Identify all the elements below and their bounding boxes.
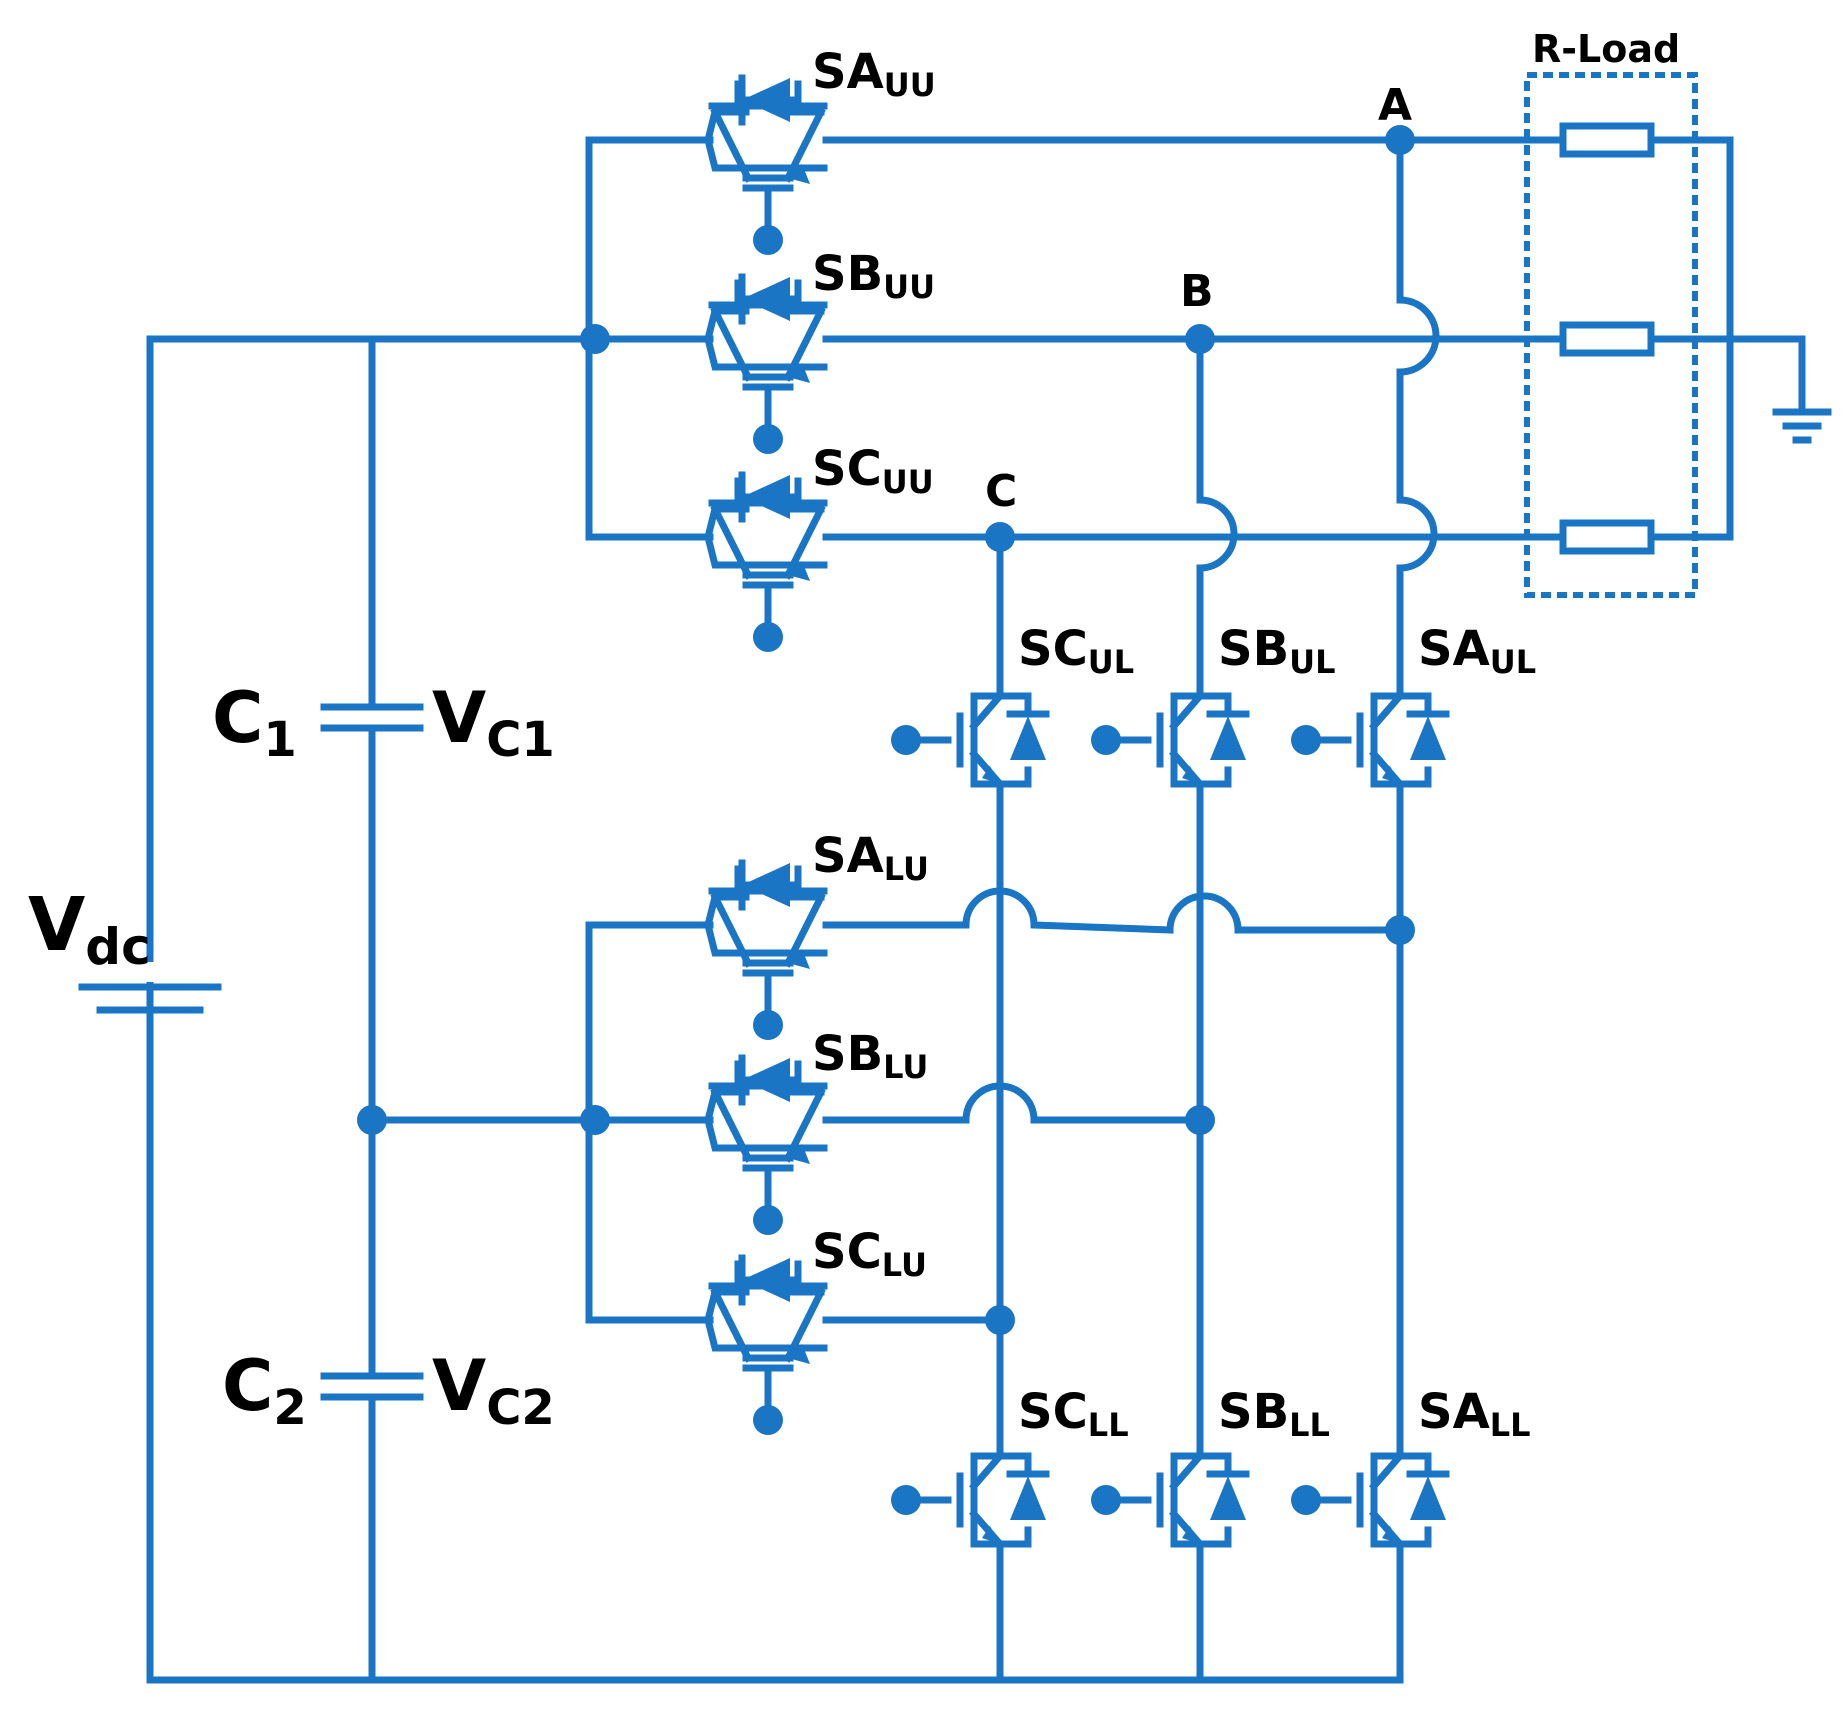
lower-branch-wiring: [368, 921, 714, 1324]
sa-uu-label: SAUU: [812, 44, 936, 104]
sb-lu-label: SBLU: [812, 1026, 928, 1086]
switch-sa-ul: [1291, 680, 1446, 800]
sc-lu-label: SCLU: [812, 1224, 927, 1284]
switch-sb-ll: [1091, 1440, 1246, 1560]
sb-ul-label: SBUL: [1218, 621, 1336, 681]
sc-uu-label: SCUU: [812, 441, 934, 501]
switch-sc-ul: [891, 680, 1046, 800]
sa-lu-label: SALU: [812, 828, 929, 888]
sa-ul-label: SAUL: [1418, 621, 1536, 681]
leg-b: [1185, 324, 1238, 1684]
leg-a: [1385, 125, 1440, 1684]
vc1-label: VC1: [432, 677, 555, 768]
upper-branch-wiring: [580, 136, 714, 541]
switch-sb-uu: [708, 277, 824, 454]
switch-sc-lu: [708, 1258, 824, 1435]
node-c-label: C: [985, 466, 1017, 517]
c1-label: C1: [212, 677, 297, 768]
switch-sa-lu: [708, 863, 824, 1040]
switch-sb-lu: [708, 1058, 824, 1235]
dc-source-vdc: [78, 962, 222, 1684]
sa-ll-label: SALL: [1418, 1384, 1531, 1444]
ground-icon: [1772, 335, 1832, 444]
switch-sa-ll: [1291, 1440, 1446, 1560]
sb-ll-label: SBLL: [1218, 1384, 1330, 1444]
r-load-label: R-Load: [1532, 27, 1680, 71]
capacitor-branch: [320, 335, 424, 1684]
sc-ul-label: SCUL: [1018, 621, 1134, 681]
vdc-label: Vdc: [28, 882, 151, 976]
sb-uu-label: SBUU: [812, 246, 935, 306]
sc-ll-label: SCLL: [1018, 1384, 1129, 1444]
c2-label: C2: [222, 1345, 307, 1436]
vc2-label: VC2: [432, 1345, 555, 1436]
switch-sc-ll: [891, 1440, 1046, 1560]
r-load: [1522, 72, 1806, 598]
switch-sc-uu: [708, 475, 824, 652]
node-a-label: A: [1378, 80, 1412, 131]
leg-c: [985, 522, 1015, 1684]
switch-sb-ul: [1091, 680, 1246, 800]
switch-sa-uu: [708, 78, 824, 255]
node-b-label: B: [1180, 266, 1214, 317]
